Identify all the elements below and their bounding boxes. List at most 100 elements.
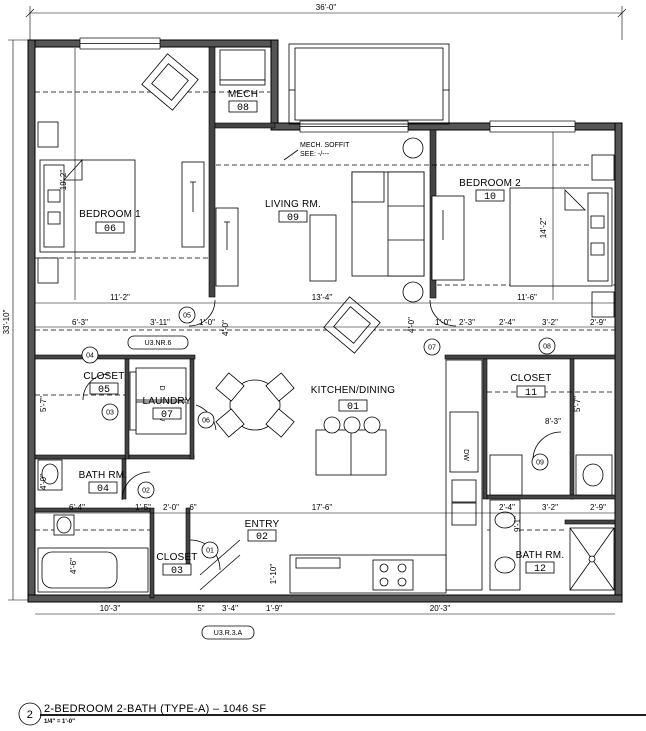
room-label-closet11: CLOSET 11 — [510, 373, 551, 399]
svg-text:02: 02 — [256, 532, 268, 543]
drawing-scale: 1/4" = 1'-0" — [44, 719, 75, 725]
bath04-fixtures — [37, 459, 149, 593]
svg-text:6'-4": 6'-4" — [69, 503, 85, 512]
exterior-walls — [27, 37, 623, 603]
dishwasher-label: DW — [462, 449, 469, 461]
svg-text:LAUNDRY: LAUNDRY — [142, 396, 191, 407]
svg-text:BATH RM.: BATH RM. — [79, 470, 128, 481]
svg-text:4'-6": 4'-6" — [69, 558, 78, 574]
svg-text:03: 03 — [106, 410, 114, 417]
svg-text:14'-2": 14'-2" — [539, 218, 548, 239]
svg-text:CLOSET: CLOSET — [83, 371, 124, 382]
svg-text:5'-7": 5'-7" — [39, 396, 48, 412]
svg-text:MECH: MECH — [228, 89, 258, 100]
mech-soffit-note: MECH. SOFFIT SEE: -/--- — [283, 142, 350, 161]
svg-text:2'-9": 2'-9" — [590, 503, 606, 512]
room-label-closet03: CLOSET 03 — [156, 552, 197, 577]
svg-text:07: 07 — [161, 410, 173, 421]
drawing-title: 2-BEDROOM 2-BATH (TYPE-A) – 1046 SF — [44, 703, 266, 715]
svg-text:2'-4": 2'-4" — [499, 318, 515, 327]
svg-text:3'-4": 3'-4" — [222, 604, 238, 613]
dimension-lines — [35, 48, 615, 615]
bedroom2-furniture — [509, 154, 615, 318]
room-label-living: LIVING RM. 09 — [265, 199, 321, 224]
room-label-bath04: BATH RM. 04 — [79, 470, 128, 495]
svg-text:U3.R.3.A: U3.R.3.A — [214, 630, 243, 637]
room-label-laundry: LAUNDRY 07 — [142, 396, 191, 421]
door-tag-02: 02 — [137, 481, 155, 499]
svg-text:D: D — [158, 385, 165, 390]
drawing-number: 2 — [27, 709, 33, 721]
living-furniture — [215, 137, 465, 354]
room-label-bedroom2: BEDROOM 2 10 — [459, 178, 521, 203]
svg-text:6'-3": 6'-3" — [72, 318, 88, 327]
svg-text:BEDROOM 1: BEDROOM 1 — [79, 209, 141, 220]
svg-text:11: 11 — [525, 388, 537, 399]
svg-text:4'-0": 4'-0" — [221, 320, 230, 336]
svg-text:03: 03 — [171, 566, 183, 577]
svg-text:2'-4": 2'-4" — [499, 503, 515, 512]
door-tag-07: 07 — [423, 338, 441, 356]
svg-text:01: 01 — [347, 402, 359, 413]
svg-text:08: 08 — [543, 344, 551, 351]
svg-text:04: 04 — [97, 484, 109, 495]
room-label-bedroom1: BEDROOM 1 06 — [79, 209, 141, 235]
svg-text:CLOSET: CLOSET — [156, 552, 197, 563]
svg-text:10: 10 — [484, 192, 496, 203]
svg-text:3'-2": 3'-2" — [542, 503, 558, 512]
svg-text:01: 01 — [206, 548, 214, 555]
door-tags: 01 02 03 04 05 06 07 08 09 — [81, 306, 556, 559]
svg-text:CLOSET: CLOSET — [510, 373, 551, 384]
svg-text:12: 12 — [534, 564, 546, 575]
svg-text:09: 09 — [287, 213, 299, 224]
svg-text:4'-0": 4'-0" — [407, 317, 416, 333]
room-label-kitchen: KITCHEN/DINING 01 — [311, 385, 395, 413]
svg-text:8'-3": 8'-3" — [545, 417, 561, 426]
dimension-labels: 19'-2" 14'-2" 11'-2" 13'-4" 11'-6" 6'-3"… — [39, 170, 606, 613]
svg-text:06: 06 — [104, 224, 116, 235]
svg-text:3'-11": 3'-11" — [150, 318, 170, 327]
door-tag-01: 01 — [201, 541, 219, 559]
svg-text:06: 06 — [202, 418, 210, 425]
svg-text:09: 09 — [536, 460, 544, 467]
svg-text:4'-0": 4'-0" — [39, 474, 48, 490]
overall-depth-label: 33'-10" — [2, 309, 11, 334]
svg-text:11'-2": 11'-2" — [110, 293, 130, 302]
svg-text:LIVING RM.: LIVING RM. — [265, 199, 321, 210]
svg-text:19'-2": 19'-2" — [59, 170, 68, 191]
svg-text:U3.NR.6: U3.NR.6 — [145, 340, 172, 347]
svg-text:BEDROOM 2: BEDROOM 2 — [459, 178, 521, 189]
svg-text:04: 04 — [86, 353, 94, 360]
door-tag-04: 04 — [81, 346, 99, 364]
door-tag-06: 06 — [197, 411, 215, 429]
svg-text:05: 05 — [183, 313, 191, 320]
svg-text:02: 02 — [142, 488, 150, 495]
svg-text:1'-5": 1'-5" — [135, 503, 151, 512]
svg-text:1'-9": 1'-9" — [266, 604, 282, 613]
svg-text:07: 07 — [428, 345, 436, 352]
svg-text:MECH. SOFFIT: MECH. SOFFIT — [300, 142, 350, 149]
room-label-closet05: CLOSET 05 — [83, 371, 124, 396]
svg-text:11'-6": 11'-6" — [517, 293, 537, 302]
svg-text:20'-3": 20'-3" — [430, 604, 451, 613]
svg-text:5": 5" — [197, 604, 204, 613]
svg-text:KITCHEN/DINING: KITCHEN/DINING — [311, 385, 395, 396]
overall-width-dimension: 36'-0" — [25, 3, 627, 40]
room-label-bath12: BATH RM. 12 — [516, 550, 565, 575]
overall-width-label: 36'-0" — [316, 3, 337, 12]
mech-room-fixtures — [219, 49, 266, 86]
balcony — [288, 43, 450, 125]
tag-u3-r-3-a: U3.R.3.A — [201, 625, 255, 640]
svg-text:2'-3": 2'-3" — [459, 318, 475, 327]
room-label-mech: MECH 08 — [228, 89, 258, 114]
title-block: 2 2-BEDROOM 2-BATH (TYPE-A) – 1046 SF 1/… — [18, 702, 646, 726]
svg-text:13'-4": 13'-4" — [312, 293, 333, 302]
svg-text:2'-9": 2'-9" — [590, 318, 606, 327]
svg-text:SEE: -/---: SEE: -/--- — [300, 151, 330, 158]
svg-text:1'-0": 1'-0" — [435, 318, 451, 327]
svg-text:10'-3": 10'-3" — [100, 604, 121, 613]
svg-text:1'-0": 1'-0" — [199, 318, 215, 327]
svg-text:08: 08 — [237, 103, 249, 114]
svg-text:BATH RM.: BATH RM. — [516, 550, 565, 561]
